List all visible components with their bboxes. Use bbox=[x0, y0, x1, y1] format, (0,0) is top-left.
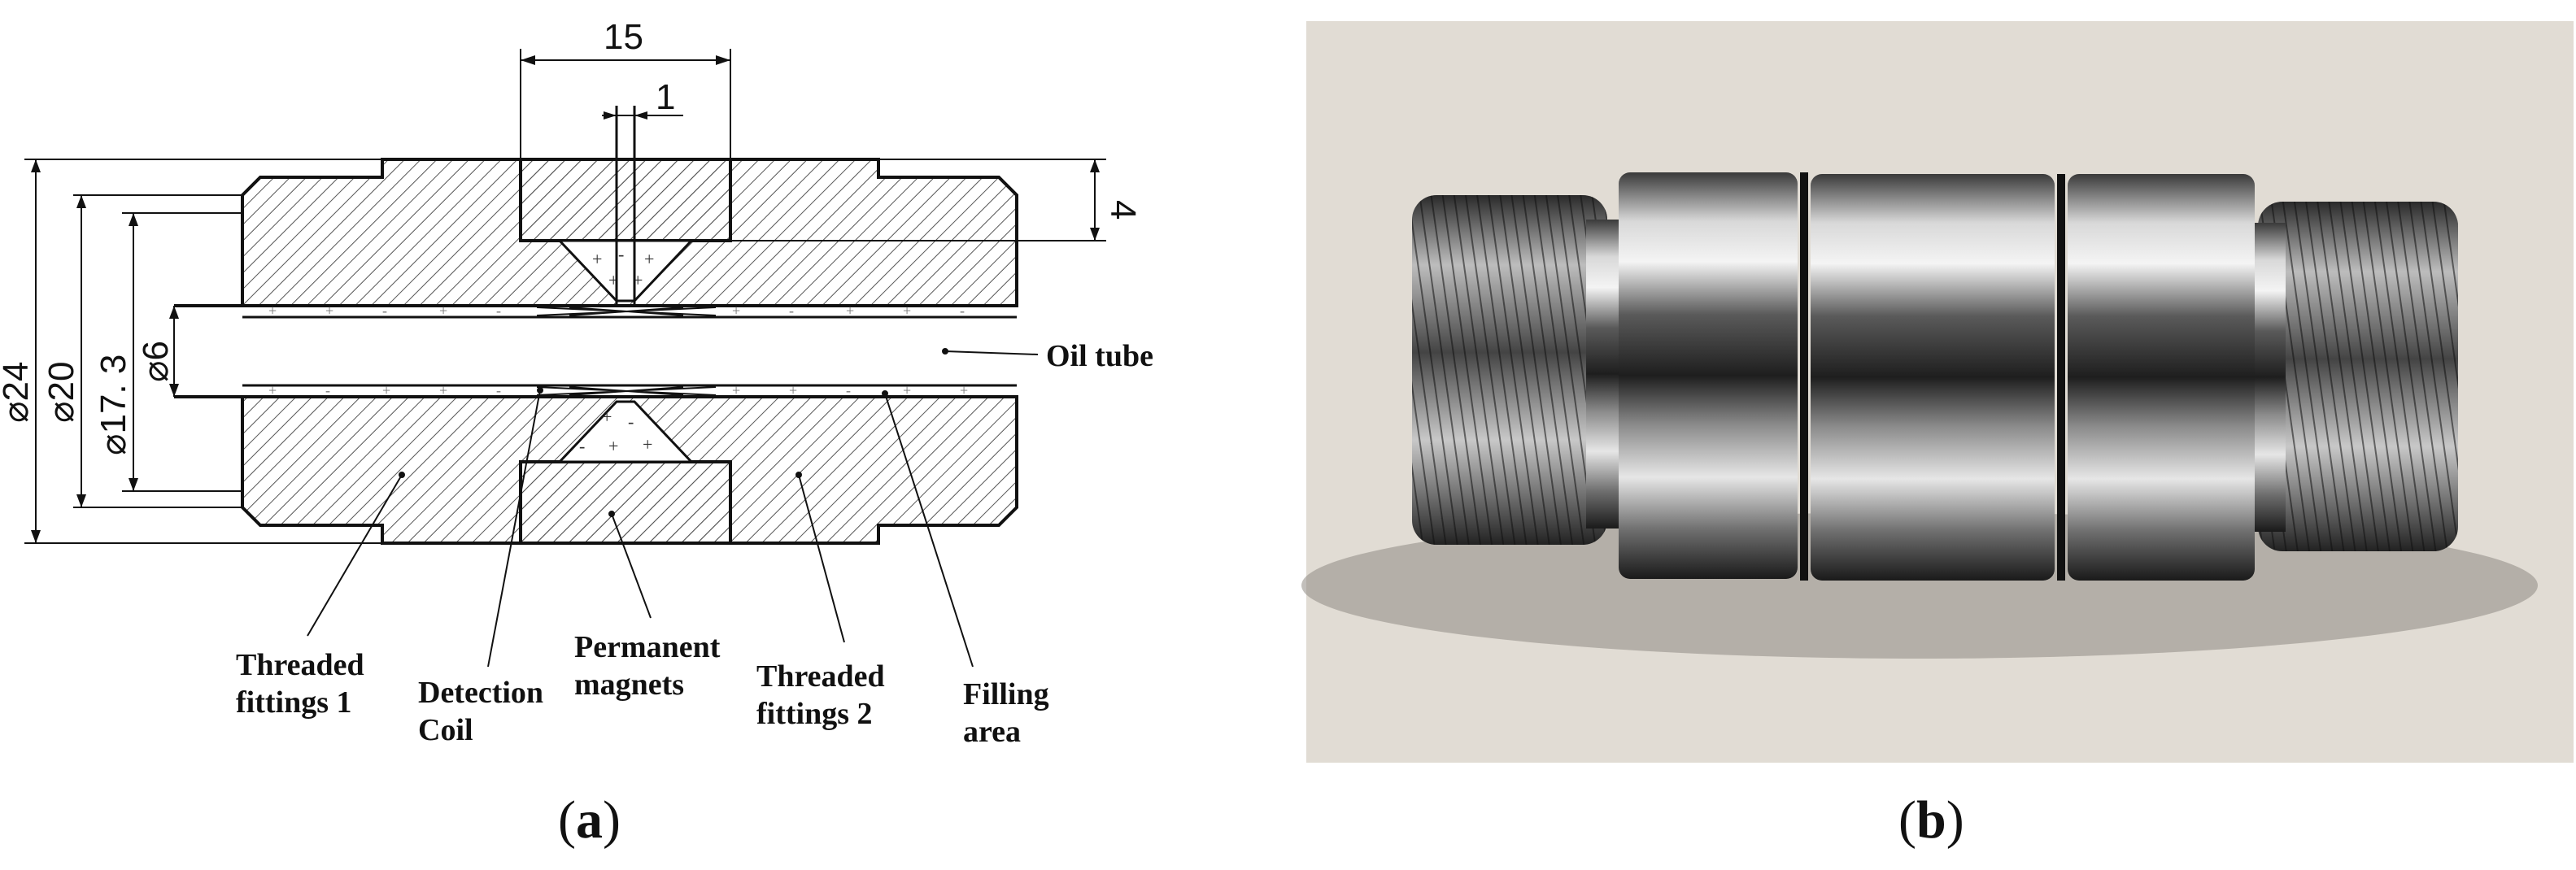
label-oil-tube: Oil tube bbox=[1046, 339, 1153, 373]
sensor-photo bbox=[1301, 21, 2574, 763]
svg-text:+: + bbox=[903, 302, 911, 319]
detection-coil bbox=[536, 307, 717, 396]
dim-dia-20: ⌀20 bbox=[41, 362, 81, 423]
svg-text:+: + bbox=[268, 382, 277, 398]
svg-text:+: + bbox=[592, 249, 602, 269]
label-threaded-fittings-2: Threaded fittings 2 bbox=[756, 659, 892, 731]
svg-text:-: - bbox=[579, 436, 585, 456]
dim-4: 4 bbox=[1103, 200, 1143, 220]
svg-text:+: + bbox=[608, 436, 618, 456]
svg-text:+: + bbox=[732, 382, 740, 398]
svg-text:+: + bbox=[382, 382, 390, 398]
dimension-arrowheads bbox=[31, 55, 1100, 543]
ring-middle bbox=[1811, 174, 2055, 581]
svg-text:+: + bbox=[960, 382, 968, 398]
svg-text:+: + bbox=[643, 434, 652, 455]
svg-text:+: + bbox=[439, 302, 447, 319]
dim-dia-6: ⌀6 bbox=[136, 341, 176, 382]
filling-cavity-bottom bbox=[556, 400, 695, 463]
svg-text:+: + bbox=[602, 407, 612, 427]
svg-text:+: + bbox=[846, 302, 854, 319]
svg-text:-: - bbox=[846, 382, 851, 398]
dim-1: 1 bbox=[656, 77, 675, 117]
svg-text:+: + bbox=[732, 302, 740, 319]
ring-left bbox=[1619, 172, 1798, 579]
svg-text:+: + bbox=[325, 302, 333, 319]
magnet-bottom bbox=[519, 460, 732, 545]
svg-text:+: + bbox=[903, 382, 911, 398]
callout-leaders bbox=[307, 348, 1039, 668]
dim-dia-24: ⌀24 bbox=[0, 362, 36, 423]
svg-text:-: - bbox=[628, 411, 634, 432]
svg-text:-: - bbox=[496, 382, 501, 398]
ring-right bbox=[2068, 174, 2255, 581]
cross-section-drawing: +-+ ++ +- -++ ++-+- +-++- +-++- ++-++ bbox=[0, 17, 1153, 749]
svg-text:+: + bbox=[268, 302, 277, 319]
svg-text:-: - bbox=[325, 382, 330, 398]
svg-text:+: + bbox=[644, 249, 654, 269]
tube-filling-marks: + + - + - + - + + - + - + + - + + - + + bbox=[268, 302, 968, 398]
svg-text:-: - bbox=[618, 244, 624, 264]
label-detection-coil: Detection Coil bbox=[418, 676, 551, 747]
magnet-top bbox=[519, 158, 732, 242]
oil-tube bbox=[242, 306, 1017, 397]
svg-text:-: - bbox=[382, 302, 387, 319]
dim-dia-17-3: ⌀17. 3 bbox=[94, 355, 133, 455]
svg-text:-: - bbox=[960, 302, 965, 319]
caption-a: (a) bbox=[558, 790, 621, 850]
label-threaded-fittings-1: Threaded fittings 1 bbox=[236, 648, 372, 720]
svg-text:+: + bbox=[789, 382, 797, 398]
svg-text:-: - bbox=[496, 302, 501, 319]
label-permanent-magnets: Permanent magnets bbox=[574, 630, 728, 702]
dim-15: 15 bbox=[604, 17, 643, 57]
svg-text:+: + bbox=[439, 382, 447, 398]
svg-text:-: - bbox=[789, 302, 794, 319]
caption-b: (b) bbox=[1898, 790, 1964, 850]
label-filling-area: Filling area bbox=[963, 677, 1057, 749]
